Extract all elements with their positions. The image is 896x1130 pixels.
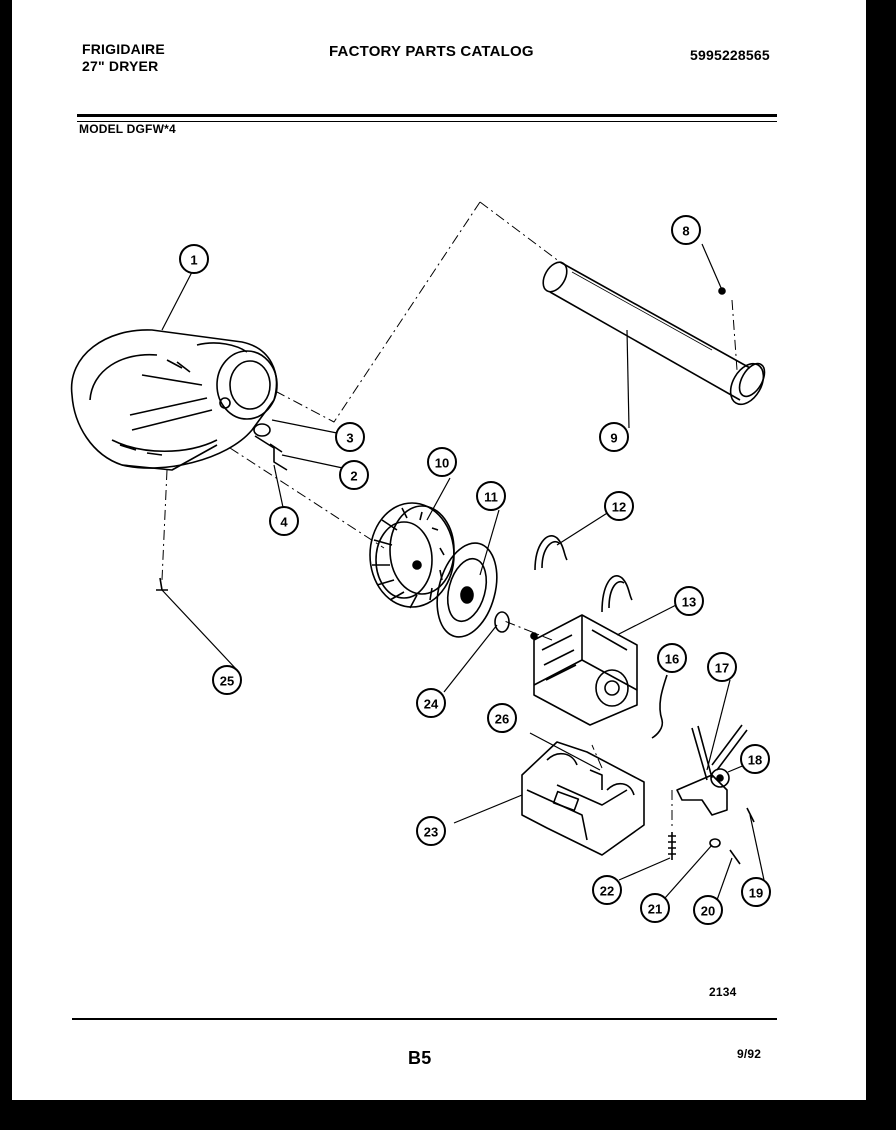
callout-label: 23 <box>424 825 438 840</box>
callout-10: 10 <box>427 447 457 477</box>
callout-leader-lines <box>161 243 765 901</box>
callout-24: 24 <box>416 688 446 718</box>
callout-label: 9 <box>610 431 617 446</box>
callout-label: 20 <box>701 904 715 919</box>
header-rule <box>77 114 777 117</box>
motor-clamp-parts <box>534 535 633 613</box>
callout-8: 8 <box>671 215 701 245</box>
small-fastener-parts <box>668 807 755 865</box>
callout-label: 10 <box>435 456 449 471</box>
callout-22: 22 <box>592 875 622 905</box>
callout-label: 13 <box>682 595 696 610</box>
idler-arm-part <box>676 724 748 816</box>
revision-date: 9/92 <box>737 1047 762 1061</box>
callout-1: 1 <box>179 244 209 274</box>
callout-23: 23 <box>416 816 446 846</box>
callout-label: 17 <box>715 661 729 676</box>
callout-9: 9 <box>599 422 629 452</box>
callout-label: 19 <box>749 886 763 901</box>
callout-label: 2 <box>350 469 357 484</box>
drawing-number: 2134 <box>709 985 737 999</box>
callout-16: 16 <box>657 643 687 673</box>
callout-label: 26 <box>495 712 509 727</box>
seal-disc-part <box>436 542 498 638</box>
callout-3: 3 <box>335 422 365 452</box>
callout-4: 4 <box>269 506 299 536</box>
callout-2: 2 <box>339 460 369 490</box>
product-name: 27" DRYER <box>82 58 159 74</box>
callout-label: 11 <box>484 490 498 505</box>
exhaust-duct-part <box>542 261 766 406</box>
catalog-part-number: 5995228565 <box>690 47 770 63</box>
callout-label: 12 <box>612 500 626 515</box>
page-number: B5 <box>408 1048 432 1068</box>
catalog-page: FRIGIDAIRE 27" DRYER FACTORY PARTS CATAL… <box>12 0 866 1100</box>
idler-spring-part <box>651 674 668 739</box>
blower-housing-part <box>70 329 278 471</box>
assembly-lines <box>161 201 738 830</box>
callout-label: 24 <box>424 697 439 712</box>
callout-26: 26 <box>487 703 517 733</box>
blower-wheel-part <box>369 502 455 609</box>
callout-label: 18 <box>748 753 762 768</box>
callout-label: 4 <box>280 515 288 530</box>
drive-motor-part <box>530 614 638 726</box>
catalog-title: FACTORY PARTS CATALOG <box>329 43 534 60</box>
callout-12: 12 <box>604 491 634 521</box>
brand-name: FRIGIDAIRE <box>82 41 165 57</box>
callout-19: 19 <box>741 877 771 907</box>
header-rule-thin <box>77 121 777 122</box>
callout-label: 16 <box>665 652 679 667</box>
footer-rule <box>72 1018 777 1020</box>
callout-20: 20 <box>693 895 723 925</box>
callout-21: 21 <box>640 893 670 923</box>
motor-mount-part <box>521 741 645 856</box>
callout-label: 3 <box>346 431 353 446</box>
callout-17: 17 <box>707 652 737 682</box>
callout-11: 11 <box>476 481 506 511</box>
callout-13: 13 <box>674 586 704 616</box>
callout-label: 22 <box>600 884 614 899</box>
housing-bracket-parts <box>219 397 288 471</box>
callout-label: 21 <box>648 902 662 917</box>
callout-label: 8 <box>682 224 689 239</box>
callout-25: 25 <box>212 665 242 695</box>
model-label: MODEL DGFW*4 <box>79 122 176 136</box>
washer-part <box>494 611 510 633</box>
callout-label: 1 <box>190 253 197 268</box>
callout-label: 25 <box>220 674 234 689</box>
callout-18: 18 <box>740 744 770 774</box>
